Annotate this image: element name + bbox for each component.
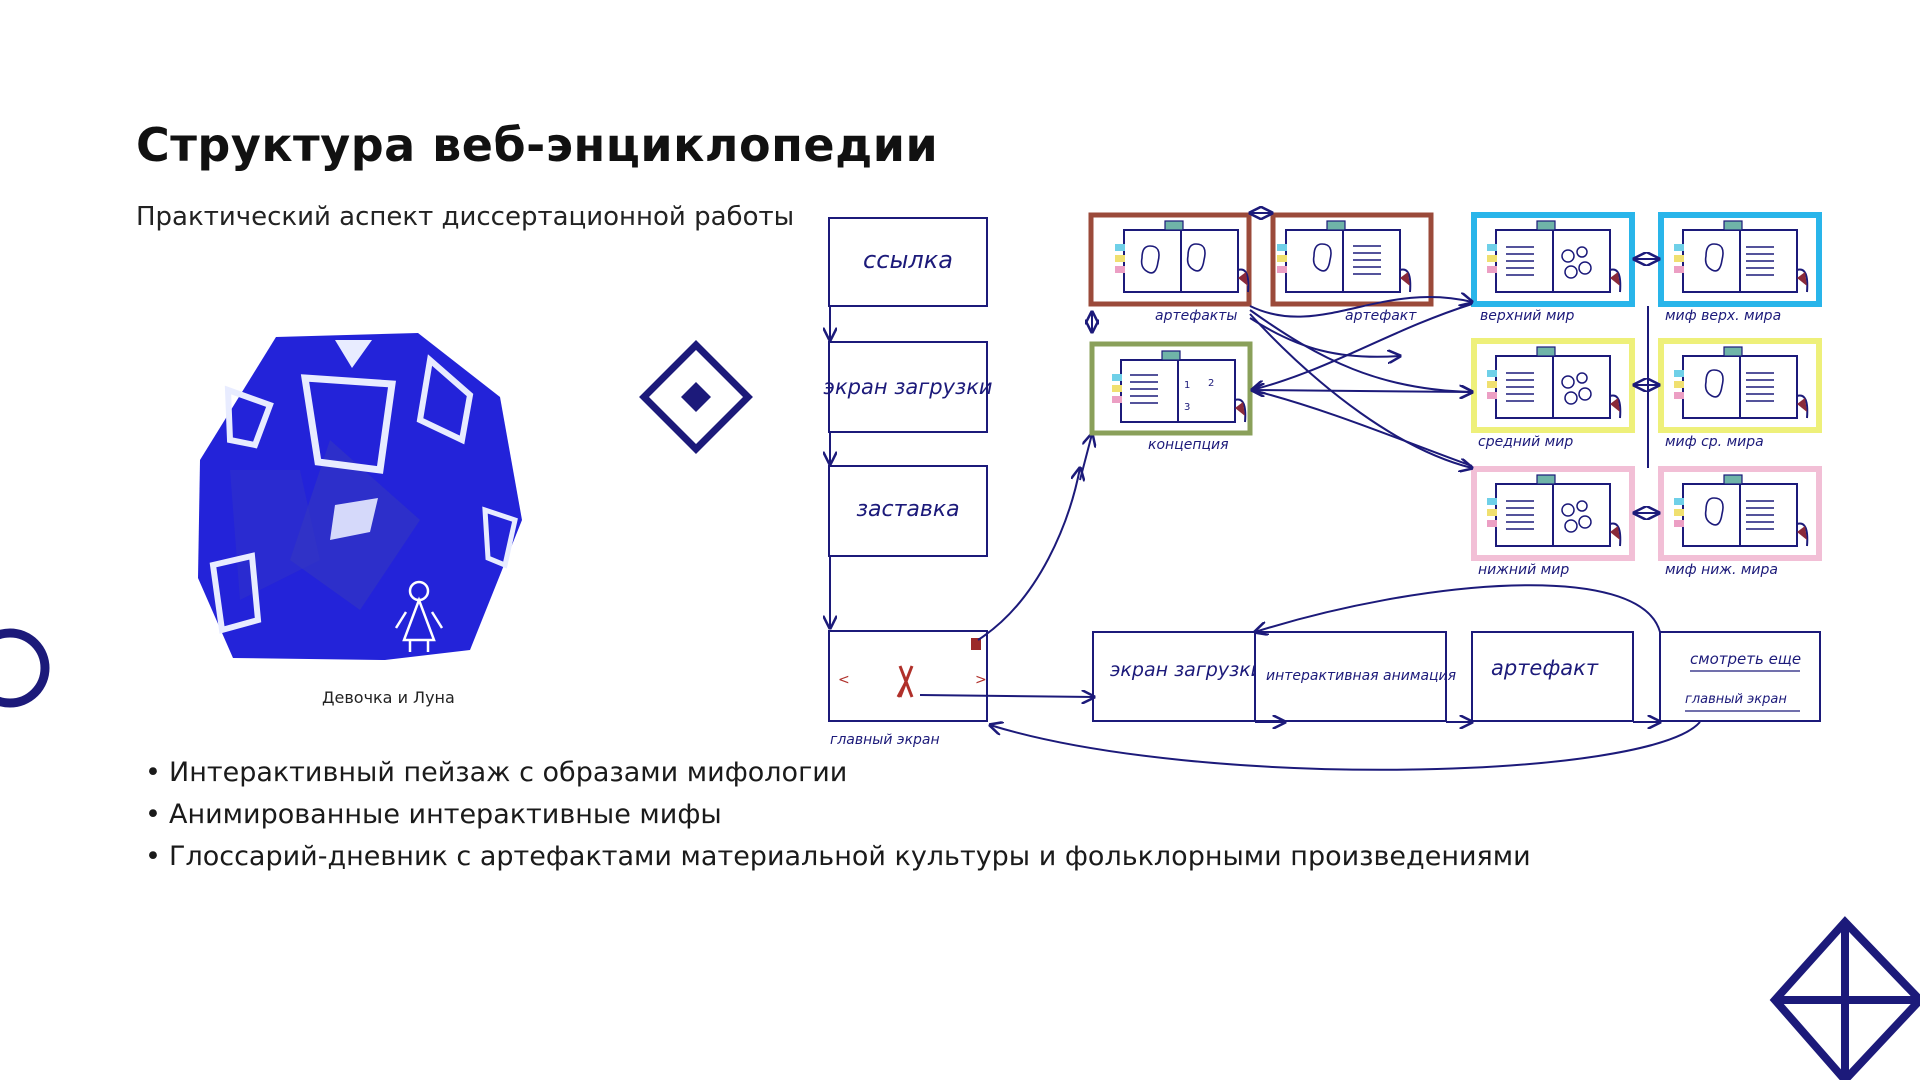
middle-world-label: средний мир: [1478, 434, 1573, 450]
page-lower-world[interactable]: [1471, 466, 1635, 561]
concept-step-3: 3: [1184, 402, 1190, 413]
ring-icon: [0, 628, 50, 708]
box-bottom-artifact[interactable]: артефакт: [1471, 631, 1634, 722]
artifact-label: артефакт: [1345, 308, 1417, 324]
slide-title: Структура веб-энциклопедии: [136, 118, 939, 172]
box-bottom-loading[interactable]: экран загрузки: [1092, 631, 1263, 722]
upper-world-label: верхний мир: [1480, 308, 1574, 324]
back-main-label: главный экран: [1685, 692, 1787, 707]
page-myth-lower[interactable]: [1658, 466, 1822, 561]
box-interactive-animation[interactable]: интерактивная анимация: [1254, 631, 1456, 722]
tent-icon: [896, 665, 914, 698]
page-artifacts[interactable]: [1088, 212, 1252, 307]
bullet-item: Анимированные интерактивные мифы: [145, 794, 1531, 836]
bullet-item: Интерактивный пейзаж с образами мифологи…: [145, 752, 1531, 794]
illustration-caption: Девочка и Луна: [322, 688, 455, 707]
myth-lower-label: миф ниж. мира: [1665, 562, 1778, 578]
concept-step-2: 2: [1208, 378, 1214, 389]
page-middle-world[interactable]: [1471, 338, 1635, 433]
box-splash[interactable]: заставка: [828, 465, 988, 557]
box-main-screen[interactable]: < >: [828, 630, 988, 722]
myth-upper-label: миф верх. мира: [1665, 308, 1781, 324]
box-see-more[interactable]: смотреть еще главный экран: [1659, 631, 1821, 722]
slide-subtitle: Практический аспект диссертационной рабо…: [136, 202, 795, 232]
main-screen-label: главный экран: [830, 732, 940, 748]
concept-label: концепция: [1148, 437, 1229, 453]
box-loading-screen[interactable]: экран загрузки: [823, 341, 993, 433]
page-myth-middle[interactable]: [1658, 338, 1822, 433]
box-link[interactable]: ссылка: [828, 217, 988, 307]
artifacts-label: артефакты: [1155, 308, 1237, 324]
diamond-icon: [639, 340, 753, 454]
box-link-label: ссылка: [863, 246, 953, 274]
lower-world-label: нижний мир: [1478, 562, 1569, 578]
bullet-item: Глоссарий-дневник с артефактами материал…: [145, 836, 1531, 878]
page-myth-upper[interactable]: [1658, 212, 1822, 307]
page-artifact[interactable]: [1270, 212, 1434, 307]
svg-text:<: <: [838, 672, 850, 688]
concept-step-1: 1: [1184, 380, 1190, 391]
star-icon: [1769, 916, 1920, 1080]
page-concept[interactable]: 1 2 3: [1089, 341, 1253, 436]
page-upper-world[interactable]: [1471, 212, 1635, 307]
bullet-list: Интерактивный пейзаж с образами мифологи…: [145, 752, 1531, 878]
interactive-animation-label: интерактивная анимация: [1266, 668, 1456, 684]
myth-middle-label: миф ср. мира: [1665, 434, 1764, 450]
illustration-moon: [198, 333, 522, 660]
bottom-artifact-label: артефакт: [1491, 656, 1599, 680]
girl-figure: [394, 580, 444, 652]
box-loading-label: экран загрузки: [823, 375, 992, 399]
bottom-loading-label: экран загрузки: [1110, 659, 1263, 681]
svg-text:>: >: [975, 672, 987, 688]
box-splash-label: заставка: [856, 497, 959, 522]
see-more-label: смотреть еще: [1690, 650, 1801, 668]
